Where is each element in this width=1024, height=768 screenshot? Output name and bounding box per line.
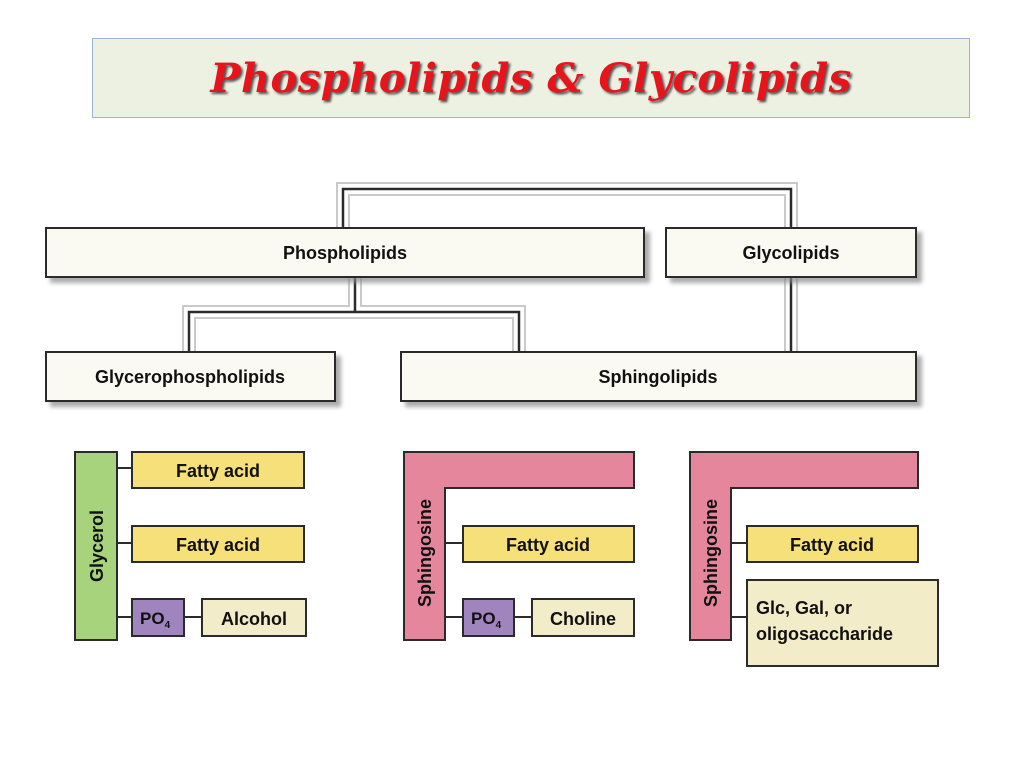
fatty-acid-box: [131, 451, 305, 489]
sphingosine-label: Sphingosine: [415, 499, 435, 607]
phospholipids-node: Phospholipids: [45, 227, 645, 278]
sphingomyelin-structure: [403, 451, 635, 641]
phospholipids-label: Phospholipids: [283, 243, 407, 263]
phosphate-label: PO4: [140, 609, 171, 631]
alcohol-box: [201, 598, 307, 637]
phosphate-label: PO4: [471, 609, 502, 631]
glycolipids-label: Glycolipids: [742, 243, 839, 263]
glycolipids-node: Glycolipids: [665, 227, 917, 278]
sphingosine-label: Sphingosine: [701, 499, 721, 607]
sphingosine-backbone: [403, 451, 635, 641]
page-title: Phospholipids & Glycolipids: [210, 54, 852, 102]
tree-connectors: [182, 182, 798, 352]
sugar-label-line-2: oligosaccharide: [756, 624, 893, 644]
choline-box: [531, 598, 635, 637]
sugar-box: [746, 579, 939, 667]
glycolipid-structure: [689, 451, 939, 667]
glycerol-backbone: [74, 451, 118, 641]
glycerophospholipid-structure: [74, 451, 307, 641]
choline-label: Choline: [550, 609, 616, 629]
fatty-acid-box: [462, 525, 635, 563]
glycerol-label: Glycerol: [87, 510, 107, 582]
phosphate-box: [462, 598, 515, 637]
fatty-acid-box: [131, 525, 305, 563]
fatty-acid-label: Fatty acid: [176, 535, 260, 555]
sphingosine-backbone: [689, 451, 919, 641]
glycerophospholipids-label: Glycerophospholipids: [95, 367, 285, 387]
sugar-label-line-1: Glc, Gal, or: [756, 598, 852, 618]
title-banner: Phospholipids & Glycolipids: [92, 38, 970, 118]
fatty-acid-label: Fatty acid: [506, 535, 590, 555]
fatty-acid-label: Fatty acid: [790, 535, 874, 555]
sphingolipids-node: Sphingolipids: [400, 351, 917, 402]
fatty-acid-label: Fatty acid: [176, 461, 260, 481]
glycerophospholipids-node: Glycerophospholipids: [45, 351, 336, 402]
sphingolipids-label: Sphingolipids: [599, 367, 718, 387]
alcohol-label: Alcohol: [221, 609, 287, 629]
fatty-acid-box: [746, 525, 919, 563]
